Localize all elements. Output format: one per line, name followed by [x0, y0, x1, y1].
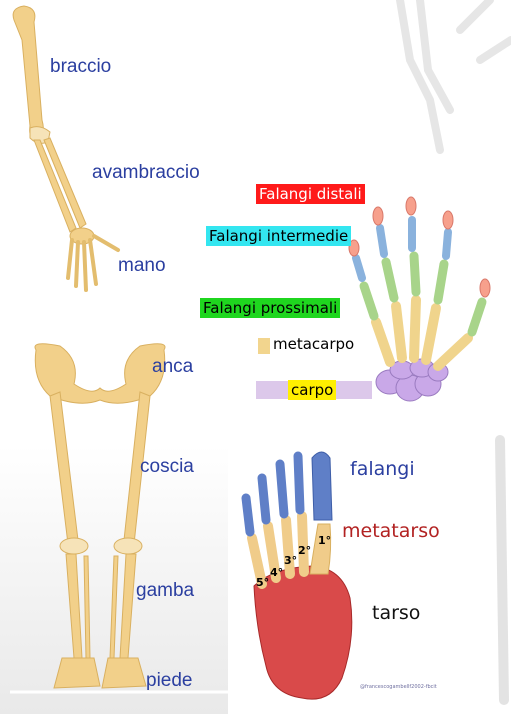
foot-bones-image: [232, 428, 362, 714]
foot-num-5: 5°: [256, 576, 269, 589]
foot-label-falangi: falangi: [350, 458, 415, 480]
foot-label-metatarso: metatarso: [342, 520, 440, 542]
leg-label-gamba: gamba: [136, 580, 194, 602]
leg-diagram: anca coscia gamba piede: [0, 340, 228, 714]
foot-diagram: 5° 4° 3° 2° 1° falangi metatarso tarso @…: [232, 428, 490, 714]
label-carpo: carpo: [288, 380, 336, 400]
label-falangi-prossimali: Falangi prossimali: [200, 298, 340, 318]
foot-num-3: 3°: [284, 554, 297, 567]
leg-label-anca: anca: [152, 356, 193, 378]
leg-label-coscia: coscia: [140, 456, 194, 478]
arm-label-braccio: braccio: [50, 56, 111, 78]
arm-label-avambraccio: avambraccio: [92, 162, 200, 184]
hand-bones-image: [330, 170, 511, 415]
leg-bones-image: [0, 340, 228, 714]
faded-skeleton-bg: [340, 0, 511, 170]
leg-label-piede: piede: [146, 670, 193, 692]
foot-credit: @francescogambellf2002-fbcit: [360, 684, 437, 690]
foot-num-2: 2°: [298, 544, 311, 557]
faded-skeleton-bg-2: [490, 420, 511, 714]
hand-diagram: Falangi distali Falangi intermedie Falan…: [200, 170, 511, 415]
foot-num-1: 1°: [318, 534, 331, 547]
foot-label-tarso: tarso: [372, 602, 420, 624]
label-falangi-distali: Falangi distali: [256, 184, 365, 204]
foot-num-4: 4°: [270, 566, 283, 579]
arm-label-mano: mano: [118, 255, 166, 277]
label-metacarpo: metacarpo: [270, 334, 357, 354]
label-falangi-intermedie: Falangi intermedie: [206, 226, 351, 246]
swatch-metacarpo: [258, 338, 270, 354]
